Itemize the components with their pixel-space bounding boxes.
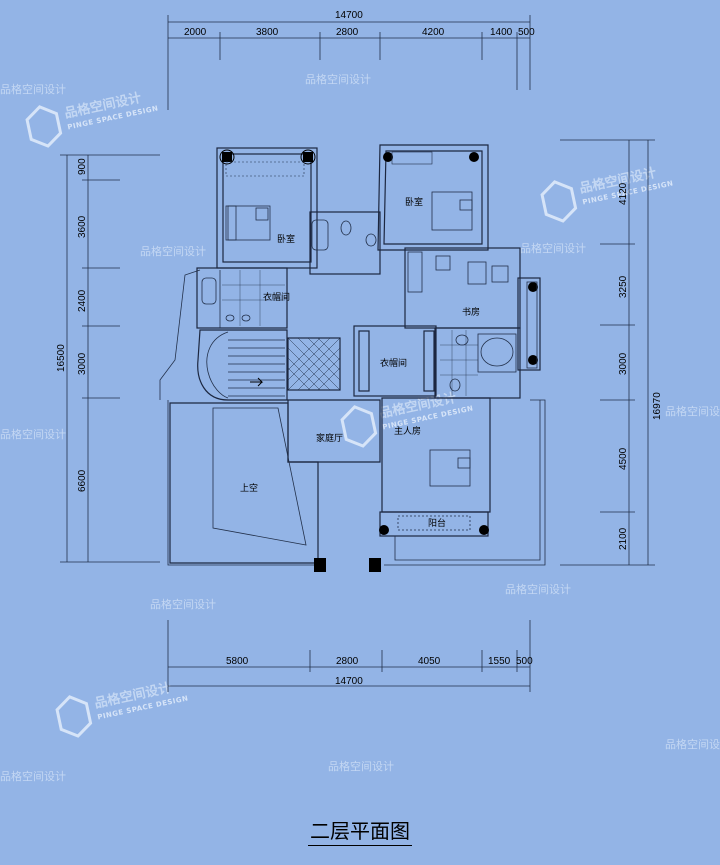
top-dim: 500 [518, 27, 535, 38]
skylight-hatch [287, 337, 341, 391]
room-label-balcony: 阳台 [428, 517, 446, 529]
right-dim: 4120 [618, 182, 629, 205]
column [314, 558, 326, 572]
column [369, 558, 381, 572]
left-dim: 6600 [77, 469, 88, 492]
watermark-text: 品格空间设计 [665, 737, 720, 751]
room-label-void: 上空 [240, 482, 258, 494]
watermark-logo: 品格空间设计 PINGE SPACE DESIGN [540, 165, 674, 223]
left-dim: 3000 [77, 352, 88, 375]
room-label-family-hall: 家庭厅 [316, 432, 343, 444]
watermark-text: 品格空间设计 [0, 769, 66, 783]
bottom-dim: 1550 [488, 656, 511, 667]
column [222, 152, 232, 162]
room-labels: 卧室 卧室 衣帽间 衣帽间 书房 家庭厅 主人房 上空 阳台 [240, 196, 480, 529]
drawing-title: 二层平面图 [0, 815, 720, 846]
bottom-dim: 2800 [336, 656, 359, 667]
room-label-bedroom-left: 卧室 [277, 233, 295, 245]
bottom-total-dim: 14700 [335, 676, 363, 687]
right-dim: 3250 [618, 275, 629, 298]
room-label-closet-left: 衣帽间 [263, 291, 290, 303]
top-dim: 4200 [422, 27, 445, 38]
right-dim: 3000 [618, 352, 629, 375]
watermark-text: 品格空间设计 [505, 582, 571, 596]
bottom-dimensions: 5800 2800 4050 1550 500 14700 [167, 620, 533, 692]
watermark-text: 品格空间设计 [520, 241, 586, 255]
right-dim: 2100 [618, 527, 629, 550]
watermark-text: 品格空间设计 [0, 82, 66, 96]
watermark-text: 品格空间设计 [305, 72, 371, 86]
left-dim: 2400 [77, 289, 88, 312]
top-total-dim: 14700 [335, 10, 363, 21]
top-dim: 1400 [490, 27, 513, 38]
watermark-logo: 品格空间设计 PINGE SPACE DESIGN [340, 390, 474, 448]
watermark-text: 品格空间设计 [0, 427, 66, 441]
column [303, 152, 313, 162]
right-total-dim: 16970 [652, 392, 663, 420]
right-dim: 4500 [618, 447, 629, 470]
walls [159, 144, 546, 566]
bottom-dim: 4050 [418, 656, 441, 667]
top-dim: 3800 [256, 27, 279, 38]
left-total-dim: 16500 [56, 344, 67, 372]
bottom-dim: 500 [516, 656, 533, 667]
watermark-text: 品格空间设计 [665, 404, 720, 418]
room-label-master-room: 主人房 [394, 425, 421, 437]
bottom-dim: 5800 [226, 656, 249, 667]
watermark-text: 品格空间设计 [150, 597, 216, 611]
stair-treads [206, 331, 285, 399]
watermark-logo: 品格空间设计 PINGE SPACE DESIGN [55, 680, 189, 738]
left-dim: 3600 [77, 215, 88, 238]
top-dim: 2000 [184, 27, 207, 38]
watermark-text: 品格空间设计 [140, 244, 206, 258]
fixtures [201, 149, 538, 572]
left-dimensions: 900 3600 2400 3000 6600 16500 [56, 154, 160, 563]
top-dimensions: 14700 2000 3800 2800 4200 1400 500 [167, 10, 535, 110]
room-label-study: 书房 [462, 306, 480, 318]
left-dim: 900 [77, 158, 88, 175]
right-dimensions: 4120 3250 3000 4500 2100 16970 [560, 139, 663, 566]
room-label-bedroom-right: 卧室 [405, 196, 423, 208]
top-dim: 2800 [336, 27, 359, 38]
watermark-text: 品格空间设计 [328, 759, 394, 773]
room-label-closet-center: 衣帽间 [380, 357, 407, 369]
drawing-title-text: 二层平面图 [308, 819, 412, 846]
